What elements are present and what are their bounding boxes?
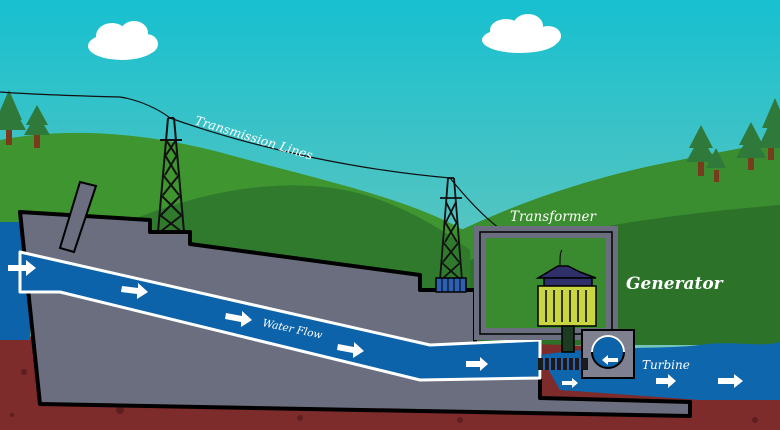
turbine-icon (538, 329, 635, 379)
transformer-icon (435, 277, 467, 293)
flow-arrow-icon (225, 311, 252, 327)
transmission-tower-icon (157, 117, 185, 233)
flow-arrow-icon (337, 342, 364, 358)
generator-label: Generator (626, 274, 724, 294)
flow-arrow-icon (8, 260, 36, 276)
cloud-icon (88, 21, 158, 60)
flow-arrow-icon (562, 378, 578, 388)
transmission-tower-icon (439, 177, 463, 281)
flow-arrow-icon (466, 357, 488, 371)
flow-arrow-icon (656, 374, 676, 388)
intake-gate (58, 180, 98, 254)
generator-feed-wire (559, 249, 563, 267)
flow-arrow-icon (718, 374, 743, 388)
pine-tree-icon (24, 105, 50, 148)
generator-icon (535, 265, 597, 353)
penstock (18, 250, 542, 382)
pine-tree-icon (0, 90, 26, 145)
turbine-label: Turbine (642, 358, 690, 372)
pine-tree-icon (758, 98, 780, 160)
flow-arrow-icon (602, 355, 618, 365)
flow-arrow-icon (121, 283, 148, 299)
pine-tree-icon (706, 148, 726, 182)
transformer-label: Transformer (510, 209, 597, 225)
pine-tree-icon (686, 125, 716, 176)
cloud-icon (482, 14, 561, 53)
pine-tree-icon (736, 122, 766, 170)
